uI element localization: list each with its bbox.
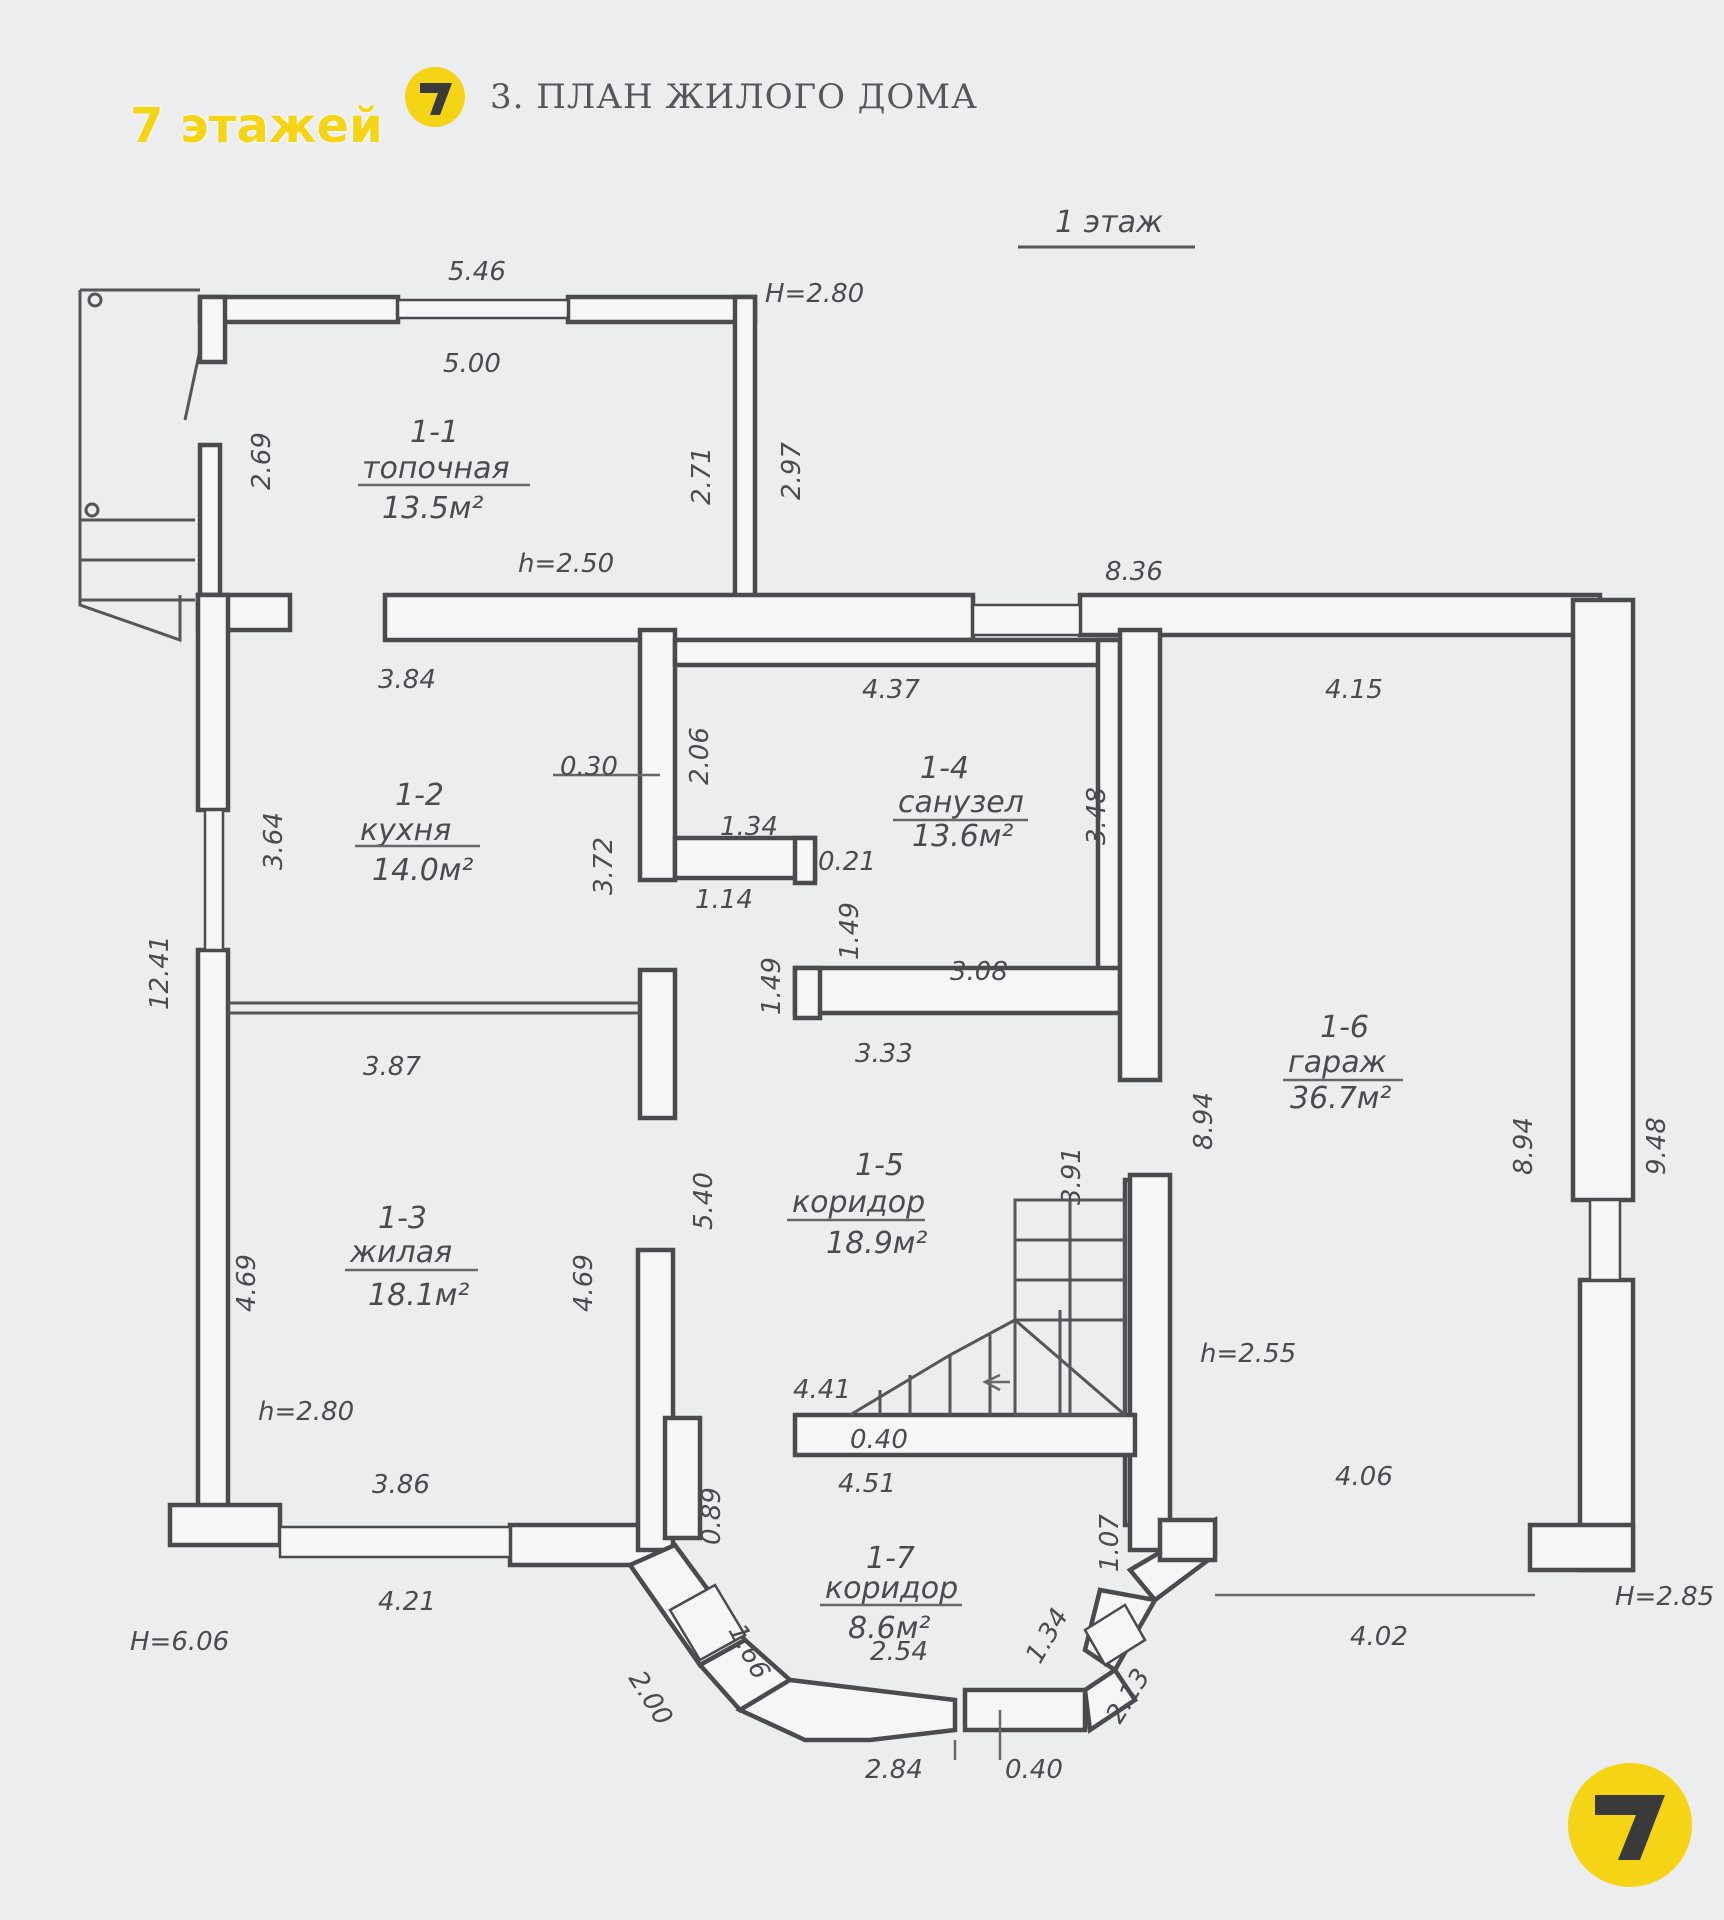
height-living: h=2.80 xyxy=(258,1397,354,1427)
dim-text: 0.40 xyxy=(1005,1755,1063,1785)
dim-text: 5.40 xyxy=(689,1172,719,1230)
dim-text: 4.41 xyxy=(793,1375,851,1405)
dim-text: 5.00 xyxy=(443,349,501,379)
room-1-4-area: 13.6м² xyxy=(912,819,1013,854)
dim-text: 5.46 xyxy=(448,257,506,287)
dimension-texts-rotated: 2.69 2.71 2.97 2.06 3.64 3.72 3.48 1.49 … xyxy=(145,432,1672,1731)
dim-text: 4.06 xyxy=(1335,1462,1393,1492)
dim-text: 4.21 xyxy=(378,1587,436,1617)
height-boiler: h=2.50 xyxy=(518,549,614,579)
room-1-1-area: 13.5м² xyxy=(382,491,483,526)
dim-text: 0.89 xyxy=(697,1487,727,1545)
floor-label: 1 этаж xyxy=(1055,205,1163,240)
dim-text: 4.69 xyxy=(232,1254,262,1312)
porch xyxy=(78,288,202,643)
dim-text: 2.00 xyxy=(622,1666,678,1731)
room-1-5-id: 1-5 xyxy=(855,1148,904,1183)
dim-text: 8.36 xyxy=(1105,557,1163,587)
dim-text: 3.72 xyxy=(589,837,619,895)
room-1-7-id: 1-7 xyxy=(866,1541,915,1576)
brand-logo-large xyxy=(1568,1763,1692,1887)
plan-title: 3. ПЛАН ЖИЛОГО ДОМА xyxy=(490,77,978,117)
partitions xyxy=(203,298,1622,1667)
dim-text: 3.91 xyxy=(1057,1147,1087,1205)
brand-text: 7 этажей xyxy=(130,98,383,154)
seven-icon xyxy=(1595,1795,1665,1860)
room-1-3-id: 1-3 xyxy=(378,1201,427,1236)
room-1-4-name: санузел xyxy=(898,785,1024,820)
dim-text: 2.06 xyxy=(685,727,715,785)
room-1-2-name: кухня xyxy=(360,813,451,848)
dim-text: 1.49 xyxy=(835,902,865,960)
dim-text: 2.69 xyxy=(247,432,277,490)
dim-text: 8.94 xyxy=(1509,1117,1539,1175)
room-1-2-area: 14.0м² xyxy=(372,853,473,888)
staircase xyxy=(849,1198,1127,1417)
dim-text: 1.34 xyxy=(1020,1603,1075,1668)
dimension-texts: 5.46 5.00 8.36 3.84 4.37 4.15 0.30 1.34 … xyxy=(363,257,1408,1785)
room-1-6-name: гараж xyxy=(1288,1045,1387,1080)
dim-text: 4.15 xyxy=(1325,675,1383,705)
room-1-5-area: 18.9м² xyxy=(826,1226,927,1261)
room-1-3-name: жилая xyxy=(349,1235,452,1270)
dim-text: 0.21 xyxy=(818,847,876,877)
dim-text: 3.84 xyxy=(378,665,436,695)
walls xyxy=(167,294,1636,1743)
room-1-6-area: 36.7м² xyxy=(1290,1081,1391,1116)
dim-text: 0.30 xyxy=(560,752,618,782)
dim-text: 2.54 xyxy=(870,1637,928,1667)
dim-text: 9.48 xyxy=(1642,1117,1672,1175)
heights: H=2.80 h=2.50 h=2.80 h=2.55 H=6.06 H=2.8… xyxy=(130,279,1714,1657)
room-1-1-id: 1-1 xyxy=(410,415,459,450)
room-1-7-name: коридор xyxy=(825,1571,958,1606)
seven-icon xyxy=(420,83,452,115)
room-1-4-id: 1-4 xyxy=(920,751,969,786)
dim-text: 4.37 xyxy=(862,675,920,705)
dim-text: 8.94 xyxy=(1189,1092,1219,1150)
dim-text: 1.14 xyxy=(695,885,753,915)
dim-text: 3.86 xyxy=(372,1470,430,1500)
dim-text: 3.87 xyxy=(363,1052,421,1082)
room-1-1-name: топочная xyxy=(362,451,510,486)
dim-text: 1.07 xyxy=(1095,1514,1125,1572)
dim-text: 4.02 xyxy=(1350,1622,1408,1652)
height-left: H=6.06 xyxy=(130,1627,229,1657)
dim-text: 3.33 xyxy=(855,1039,913,1069)
dim-text: 2.97 xyxy=(777,442,807,500)
dim-text: 12.41 xyxy=(145,936,175,1010)
room-labels: 1-1 топочная 13.5м² 1-2 кухня 14.0м² 1-3… xyxy=(345,415,1403,1646)
dim-text: 0.40 xyxy=(850,1425,908,1455)
dim-text: 3.48 xyxy=(1082,787,1112,845)
height-top: H=2.80 xyxy=(765,279,864,309)
room-1-7-area: 8.6м² xyxy=(848,1611,930,1646)
dim-text: 2.71 xyxy=(687,447,717,505)
brand-logo-small xyxy=(405,67,465,127)
room-1-2-id: 1-2 xyxy=(395,778,444,813)
room-1-5-name: коридор xyxy=(792,1185,925,1220)
room-1-6-id: 1-6 xyxy=(1320,1010,1369,1045)
dim-text: 1.34 xyxy=(720,812,778,842)
room-1-3-area: 18.1м² xyxy=(368,1278,469,1313)
dimension-lines xyxy=(553,773,1535,1760)
dim-text: 1.49 xyxy=(757,957,787,1015)
height-right: H=2.85 xyxy=(1615,1582,1714,1612)
height-garage: h=2.55 xyxy=(1200,1339,1296,1369)
dim-text: 3.08 xyxy=(950,957,1008,987)
dim-text: 2.84 xyxy=(865,1755,923,1785)
dim-text: 4.51 xyxy=(838,1469,896,1499)
dim-text: 4.69 xyxy=(569,1254,599,1312)
dim-text: 3.64 xyxy=(259,812,289,870)
